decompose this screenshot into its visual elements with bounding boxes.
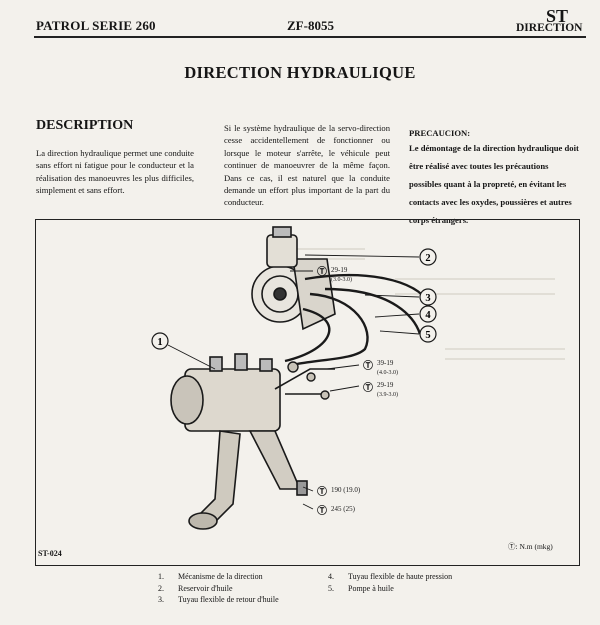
header-section-code: ST: [546, 6, 569, 26]
torque-value-3: 29-19: [377, 381, 394, 389]
svg-text:1: 1: [157, 337, 162, 348]
torque-sub-1: (3.0-3.0): [331, 276, 352, 283]
legend-col-1: 1.Mécanisme de la direction 2.Reservoir …: [158, 571, 279, 606]
header-series: PATROL SERIE 260: [36, 18, 156, 33]
callout-4: 4: [419, 305, 437, 323]
description-heading: DESCRIPTION: [36, 118, 134, 133]
svg-text:4: 4: [425, 310, 431, 321]
figure-code: ST-024: [38, 549, 62, 558]
leader-lines: [167, 254, 420, 510]
header-section-name: DIRECTION: [516, 22, 583, 34]
description-paragraph-1: La direction hydraulique permet une cond…: [36, 148, 194, 196]
header-code: ZF-8055: [287, 18, 334, 33]
precaution-heading: PRECAUCION:: [409, 128, 471, 138]
callout-3: 3: [419, 288, 437, 306]
torque-icon: Ⓣ: [363, 359, 373, 372]
torque-value-4: 190 (19.0): [331, 486, 361, 494]
callout-1: 1: [151, 332, 169, 350]
torque-icon: Ⓣ: [317, 265, 327, 278]
legend-item: 5.Pompe à huile: [328, 583, 394, 593]
page-title: DIRECTION HYDRAULIQUE: [184, 63, 416, 82]
torque-unit-icon: Ⓣ: [508, 542, 516, 551]
legend-item: 1.Mécanisme de la direction: [158, 572, 263, 581]
torque-value-5: 245 (25): [331, 505, 356, 513]
svg-text:2: 2: [425, 253, 430, 264]
torque-icon: Ⓣ: [317, 485, 327, 498]
precaution-text: Le démontage de la direction hydraulique…: [409, 143, 579, 225]
svg-text:3: 3: [425, 293, 430, 304]
torque-icon: Ⓣ: [317, 504, 327, 517]
steering-gear-drawing: [170, 353, 335, 530]
torque-values: 29-19 (3.0-3.0) 39-19 (4.0-3.0) 29-19 (3…: [331, 266, 398, 513]
header-rule: [34, 36, 586, 38]
legend-item: 3.Tuyau flexible de retour d'huile: [158, 595, 279, 604]
precaution-block: PRECAUCION: Le démontage de la direction…: [409, 128, 581, 228]
unit-legend: Ⓣ: N.m (mkg): [508, 542, 553, 551]
svg-text:5: 5: [425, 330, 430, 341]
torque-sub-2: (4.0-3.0): [377, 369, 398, 376]
torque-icons: Ⓣ Ⓣ Ⓣ Ⓣ Ⓣ: [317, 265, 373, 517]
legend-item: 2.Reservoir d'huile: [158, 583, 233, 593]
torque-icon: Ⓣ: [363, 381, 373, 394]
legend-col-2: 4.Tuyau flexible de haute pression 5.Pom…: [328, 571, 452, 594]
callout-2: 2: [419, 248, 437, 266]
steering-diagram: 1 2 3 4 5 Ⓣ Ⓣ Ⓣ Ⓣ Ⓣ 29-19 (3.0-3.0) 39-1…: [151, 226, 565, 530]
fittings: [287, 361, 330, 400]
figure-frame: [35, 219, 580, 566]
torque-value-1: 29-19: [331, 266, 348, 274]
oil-pump-drawing: [251, 226, 336, 331]
torque-sub-3: (3.9-3.0): [377, 391, 398, 398]
description-paragraph-2: Si le système hydraulique de la servo-di…: [224, 123, 390, 208]
legend-item: 4.Tuyau flexible de haute pression: [328, 572, 453, 581]
callout-5: 5: [419, 325, 437, 343]
torque-value-2: 39-19: [377, 359, 394, 367]
